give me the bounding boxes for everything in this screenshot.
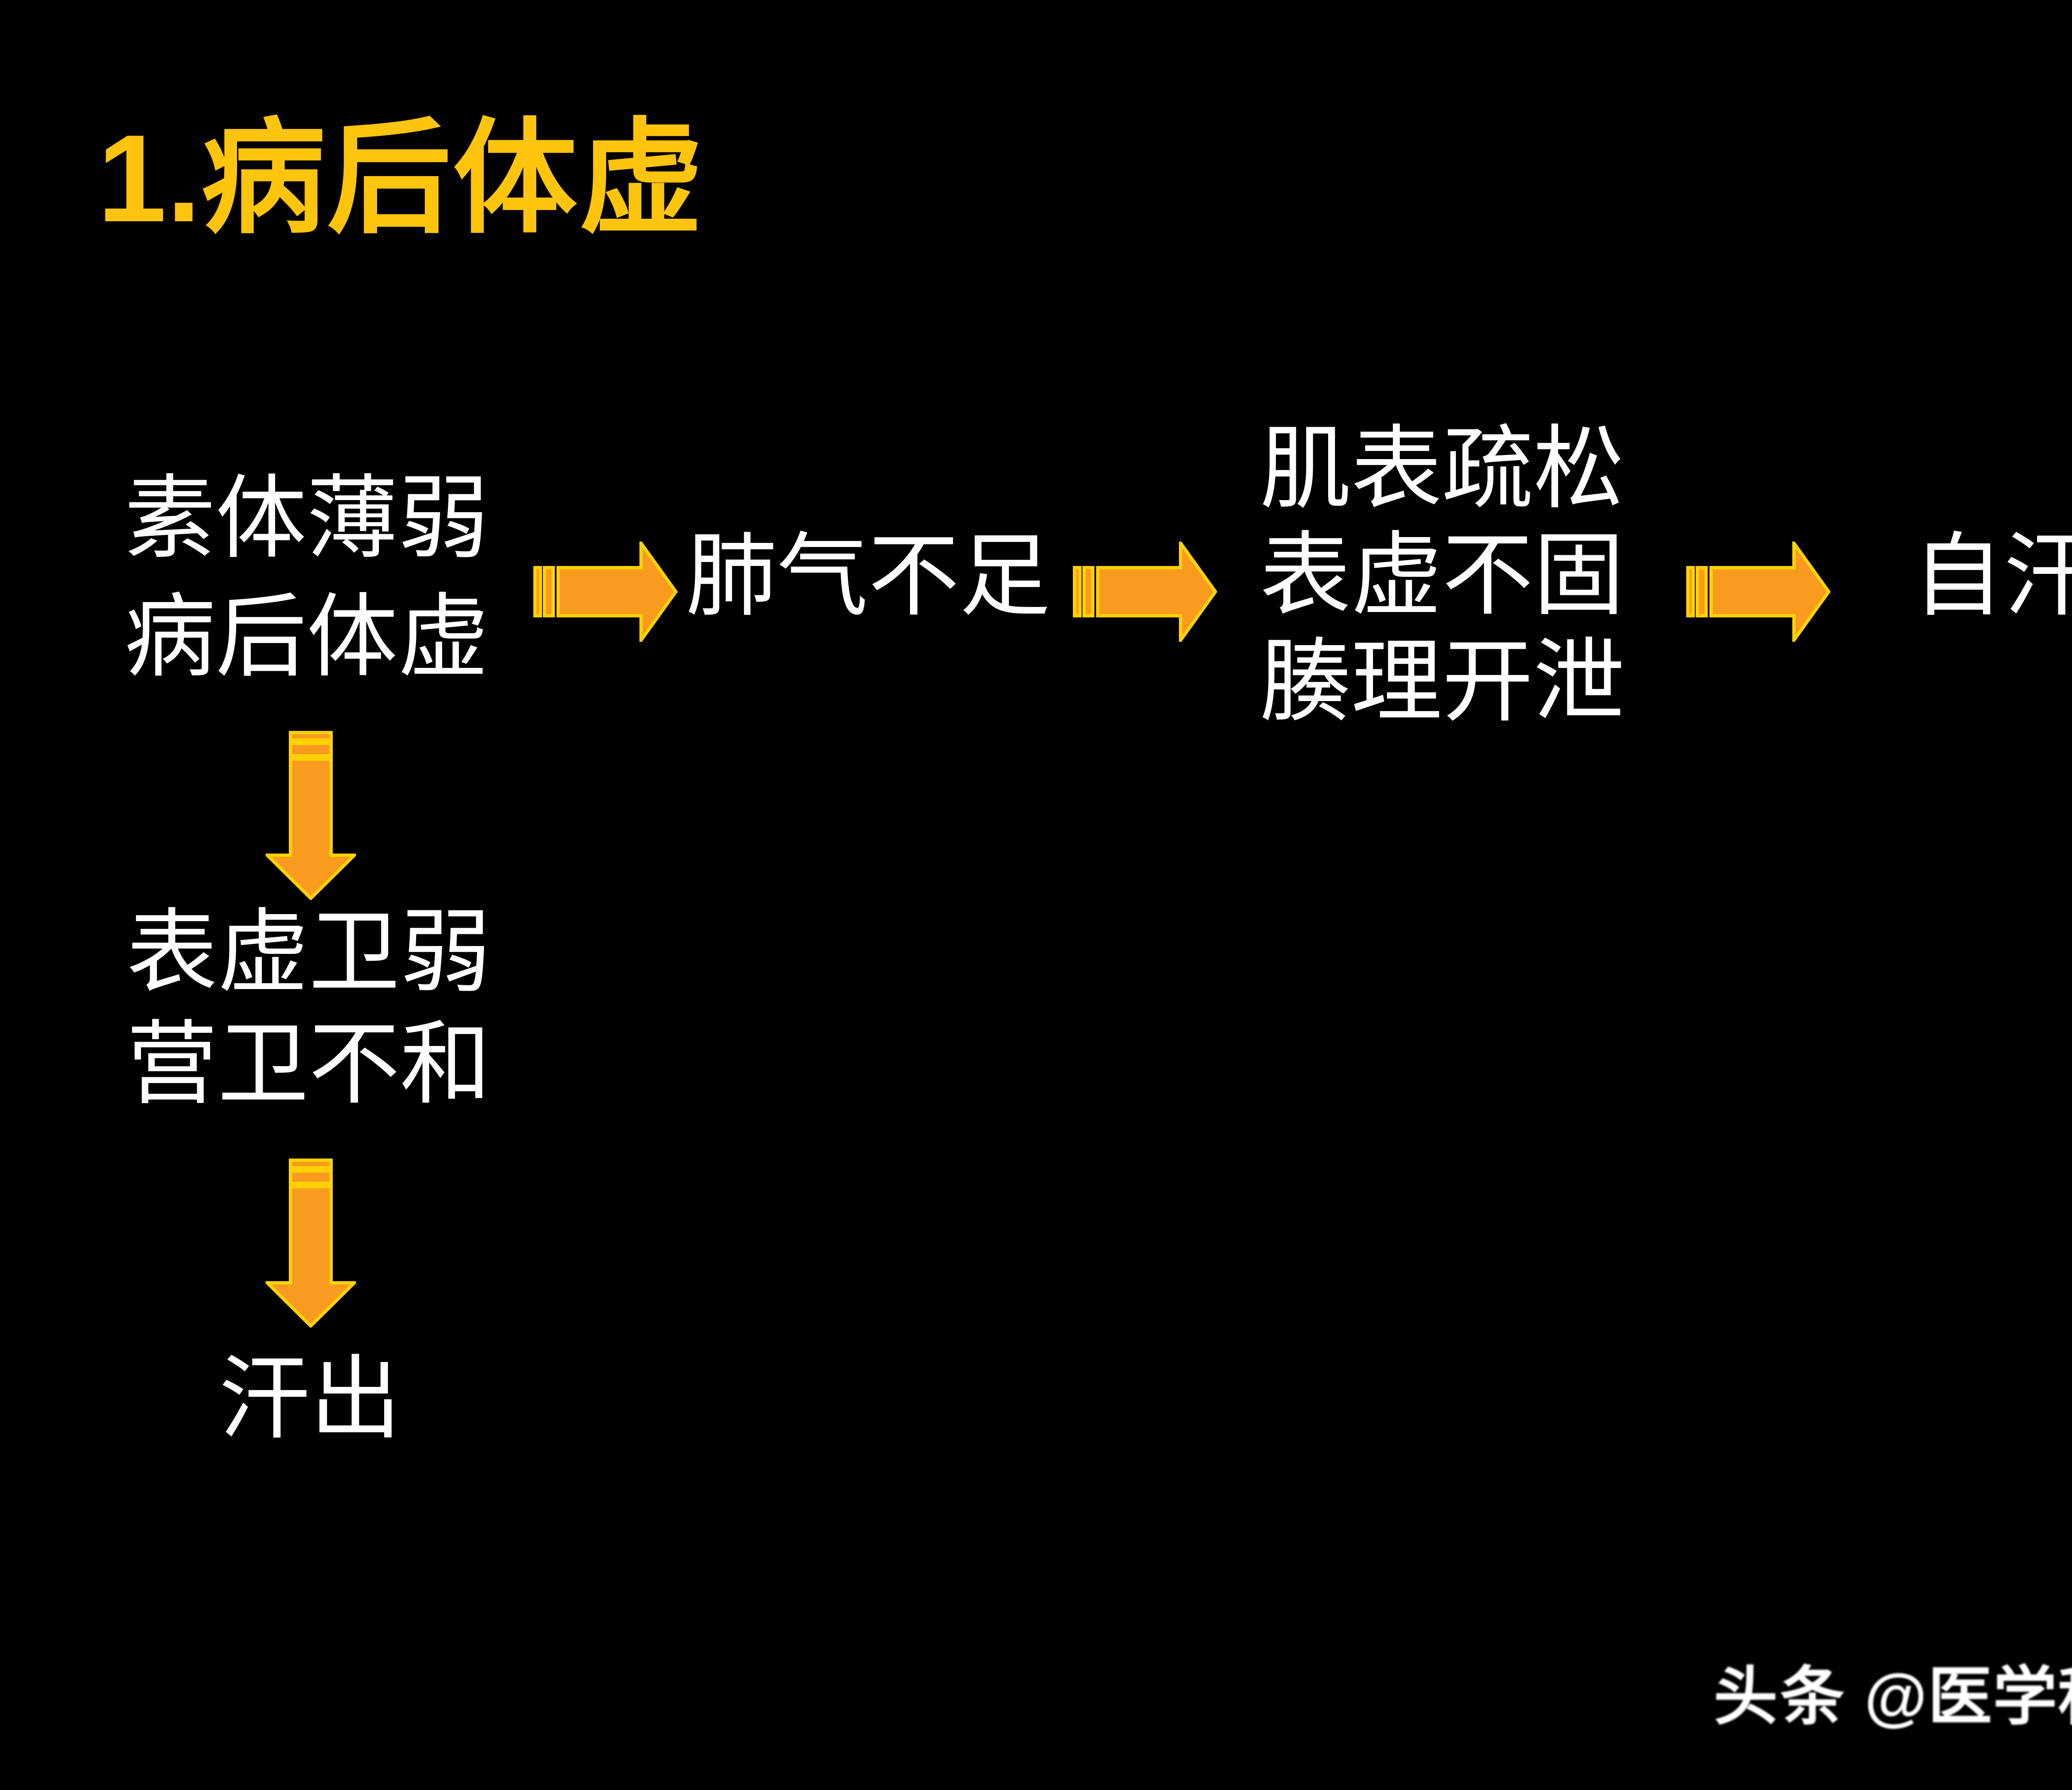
- watermark-handle: @医学科普刘医生: [1864, 1661, 2072, 1732]
- striped-down-arrow-icon: [266, 731, 356, 900]
- watermark: 头条@医学科普刘医生: [1714, 1657, 2072, 1736]
- node-lung-qi-label: 肺气不足: [686, 526, 1051, 627]
- node-constitution: 素体薄弱 病后体虚: [124, 460, 489, 697]
- node-lung-qi: 肺气不足: [686, 524, 1051, 630]
- striped-down-arrow-icon: [266, 1159, 356, 1328]
- node-surface: 肌表疏松 表虚不固 腠理开泄: [1260, 416, 1624, 736]
- node-constitution-line1: 素体薄弱: [124, 469, 489, 570]
- node-wei-weak-line2: 营卫不和: [126, 1014, 491, 1115]
- node-surface-line3: 腠理开泄: [1260, 632, 1625, 733]
- node-sweat-out-label: 汗出: [219, 1349, 402, 1450]
- striped-right-arrow-icon: [533, 542, 678, 642]
- striped-right-arrow-icon: [1073, 542, 1217, 642]
- page-title: 1.病后体虚: [97, 104, 705, 254]
- node-surface-line1: 肌表疏松: [1260, 419, 1625, 520]
- title-number: 1.: [97, 109, 201, 248]
- node-spontaneous-sweat-label: 自汗: [1912, 526, 2072, 627]
- node-spontaneous-sweat: 自汗: [1912, 524, 2072, 630]
- title-text: 病后体虚: [201, 111, 705, 248]
- node-sweat-out: 汗出: [219, 1347, 401, 1453]
- watermark-brand-logo: 头条: [1714, 1661, 1847, 1732]
- node-wei-weak: 表虚卫弱 营卫不和: [126, 897, 491, 1121]
- node-surface-line2: 表虚不固: [1260, 525, 1625, 626]
- striped-right-arrow-icon: [1686, 542, 1830, 642]
- node-wei-weak-line1: 表虚卫弱: [126, 902, 491, 1004]
- node-constitution-line2: 病后体虚: [124, 587, 489, 688]
